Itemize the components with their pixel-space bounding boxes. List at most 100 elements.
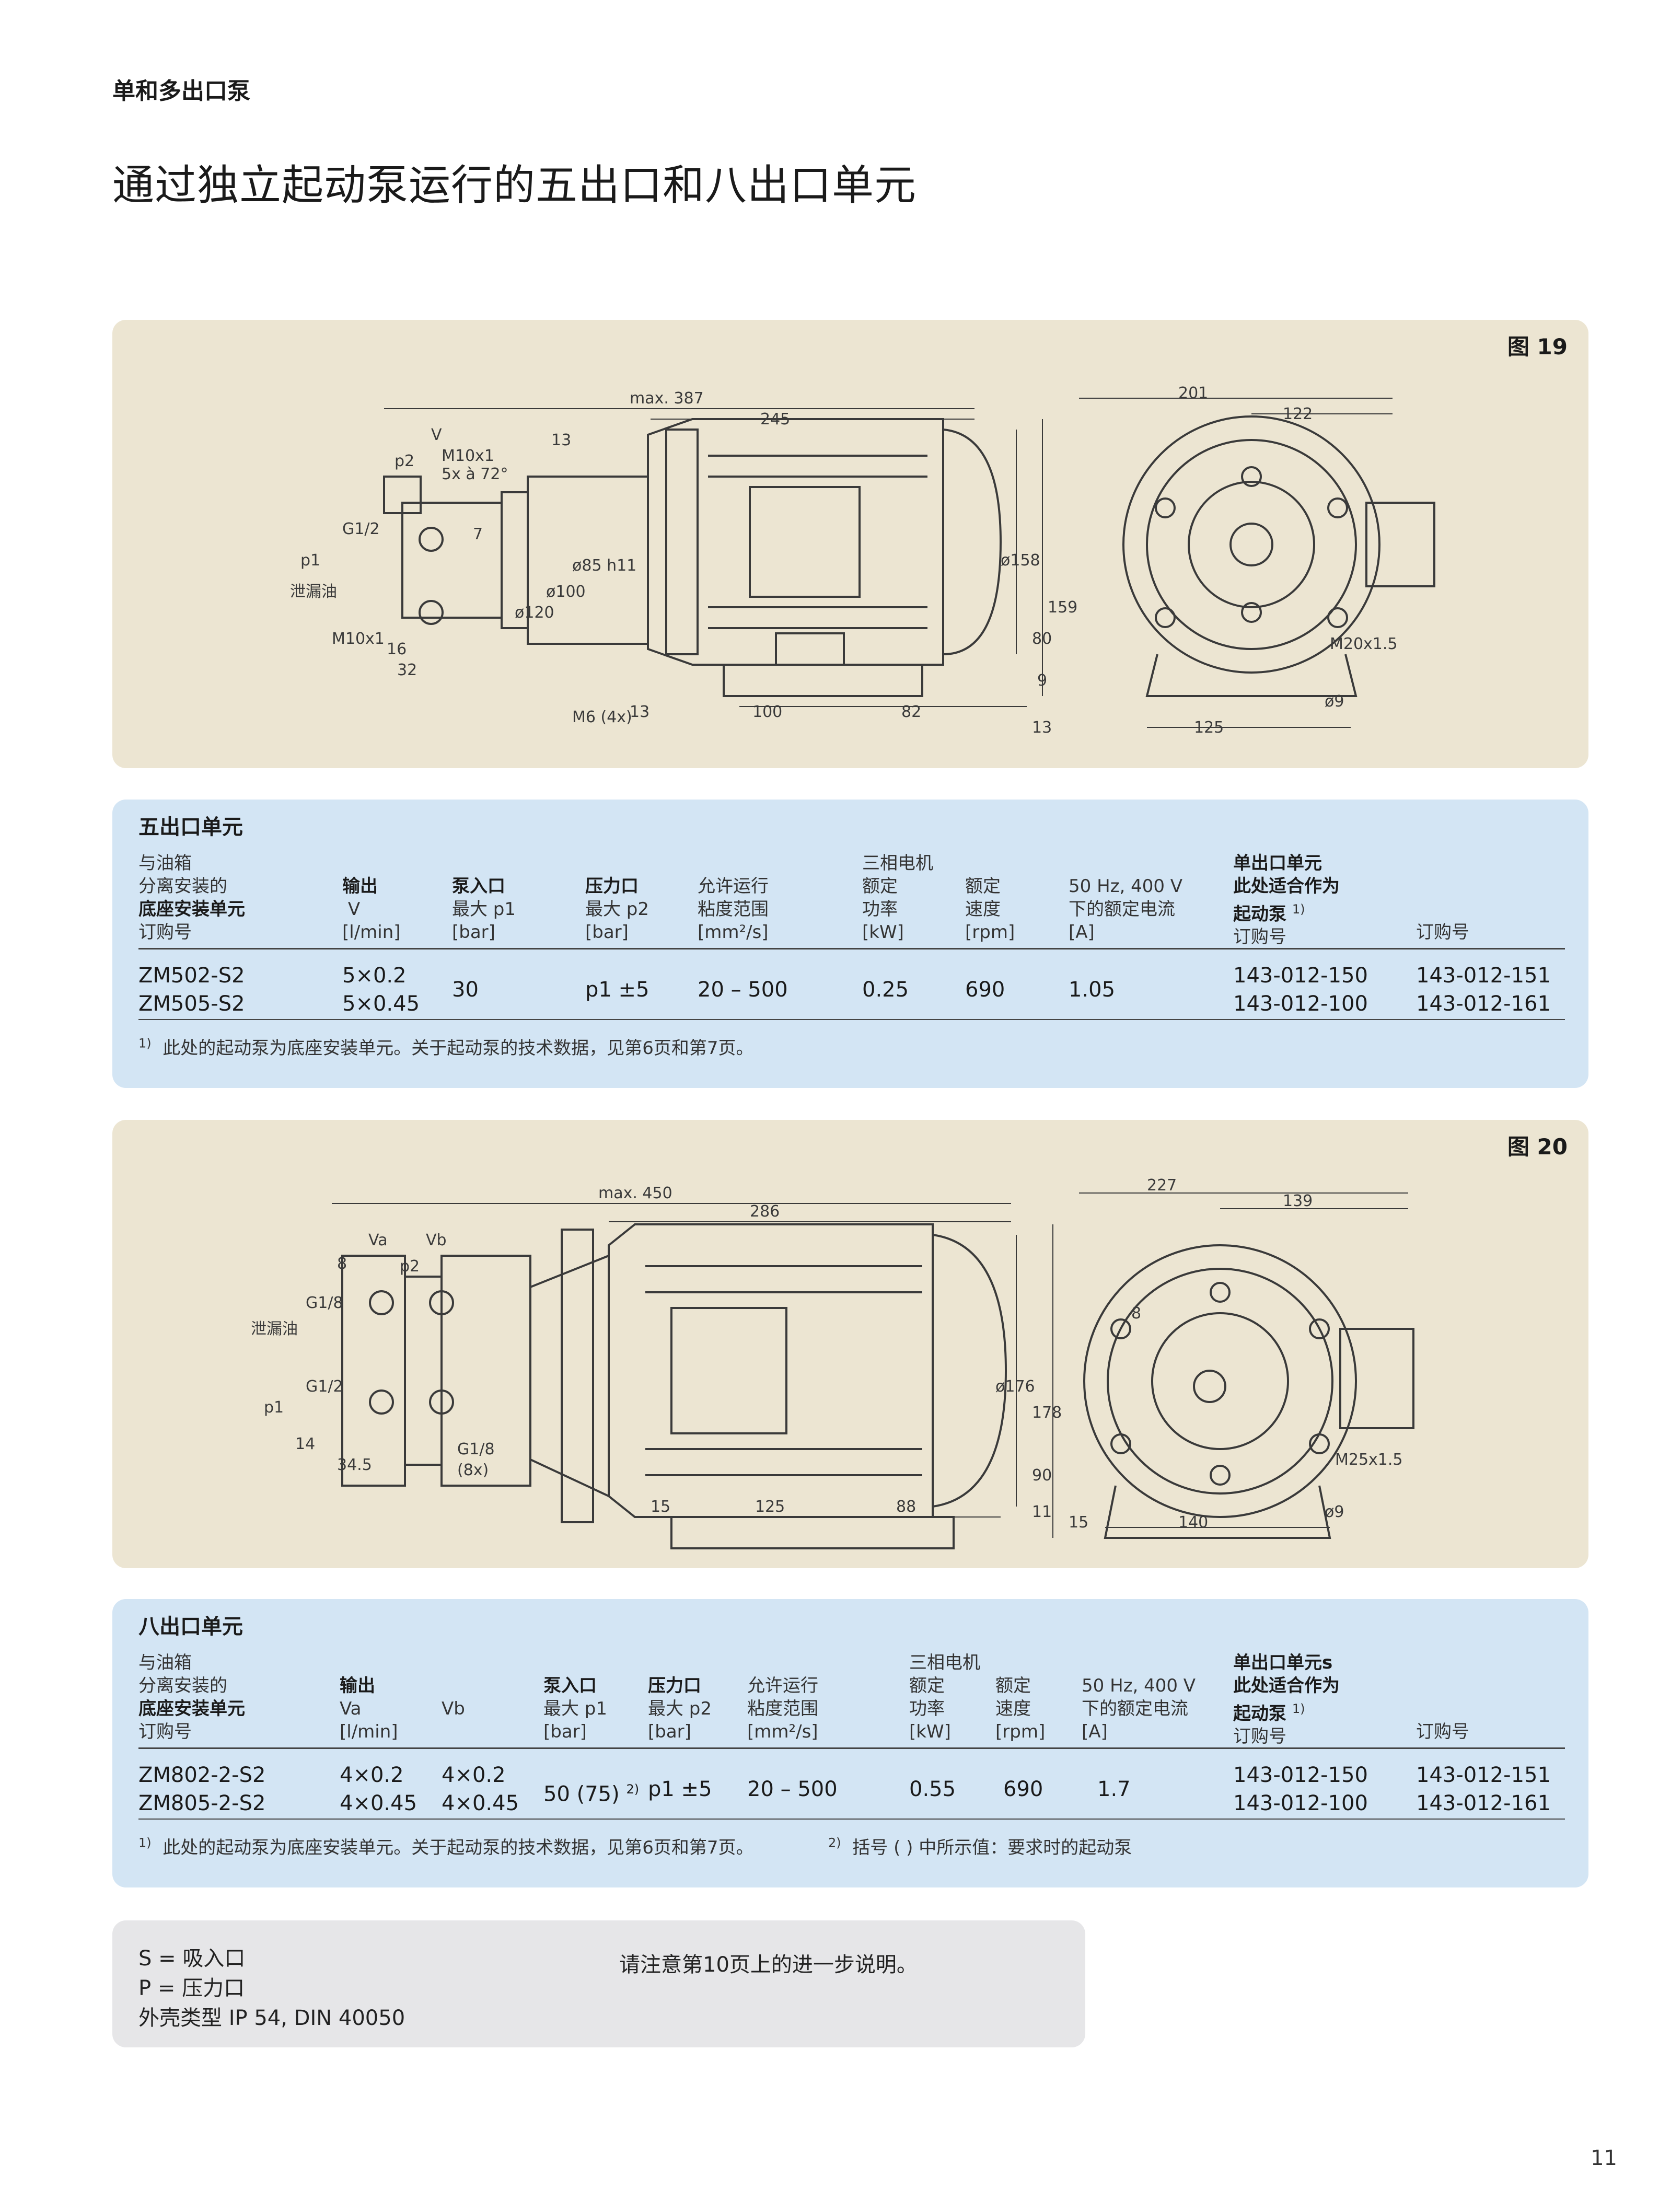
fig19-p1: p1 [300,551,320,570]
t5-visc: 20 – 500 [698,978,788,1002]
fig19-p2: p2 [395,452,414,470]
fig20-g18: G1/8 [306,1294,343,1312]
t8-p2: p1 ±5 [648,1777,712,1801]
t8-head-power: 三相电机额定功率[kW] [909,1652,980,1742]
fig20-dim-9: ø9 [1325,1503,1344,1521]
t5-head-starter: 单出口单元此处适合作为起动泵 1)订购号 [1233,853,1340,948]
fig19-dim-13a: 13 [551,431,571,449]
fig20-dim-125: 125 [755,1498,785,1516]
fig20-dim-15b: 15 [1069,1513,1088,1532]
note-line-suction: S = 吸入口 [138,1947,246,1971]
t5-header-rule [138,948,1565,949]
t5-head-p1: 泵入口最大 p1[bar] [452,876,516,943]
fig19-dim-100b: 100 [752,703,782,721]
fig20-dim-8b: 8 [1131,1304,1141,1323]
t5-head-order: 与油箱分离安装的底座安装单元订购号 [138,853,245,943]
fig20-dim-140: 140 [1178,1513,1208,1532]
five-outlet-title: 五出口单元 [138,815,243,839]
note-line-pressure: P = 压力口 [138,1976,245,2000]
figure-20-label: 图 20 [1507,1134,1568,1160]
t5-speed: 690 [965,978,1005,1002]
fig20-dim-176: ø176 [995,1377,1035,1396]
fig19-v: V [431,426,442,444]
figure-19-panel: 图 19 [112,320,1588,768]
fig19-dim-80: 80 [1032,630,1052,648]
fig20-dim-max: max. 450 [598,1184,672,1202]
fig20-dim-88: 88 [896,1498,916,1516]
fig19-dim-13b: 13 [630,703,649,721]
t5-p1: 30 [452,978,479,1002]
figure-19-label: 图 19 [1507,334,1568,360]
fig20-dim-90: 90 [1032,1466,1052,1485]
page-title: 通过独立起动泵运行的五出口和八出口单元 [112,161,916,210]
fig19-m10b: M10x1 [332,630,385,648]
t8-visc: 20 – 500 [747,1777,838,1801]
eight-outlet-title: 八出口单元 [138,1615,243,1639]
t8-footnote-1: 1) 此处的起动泵为底座安装单元。关于起动泵的技术数据，见第6页和第7页。 [138,1835,754,1858]
five-outlet-table: 五出口单元 与油箱分离安装的底座安装单元订购号 输出 V[l/min] 泵入口最… [112,800,1588,1088]
t8-footnote-2: 2) 括号 ( ) 中所示值：要求时的起动泵 [828,1835,1132,1858]
t5-p2: p1 ±5 [585,978,649,1002]
t5-head-p2: 压力口最大 p2[bar] [585,876,649,943]
figure-20-panel: 图 20 [112,1120,1588,1568]
fig19-dim-max: max. 387 [630,389,704,408]
fig20-p2: p2 [400,1257,420,1276]
fig19-dim-9: 9 [1037,671,1047,690]
page-number: 11 [1591,2146,1617,2170]
fig20-dim-15: 15 [651,1498,670,1516]
fig19-dim-13c: 13 [1032,719,1052,737]
t5-head-power: 三相电机额定功率[kW] [862,853,933,943]
fig19-dim-100: ø100 [546,583,586,601]
t5-head-visc: 允许运行粘度范围[mm²/s] [698,876,769,943]
fig20-dim-14: 14 [295,1435,315,1453]
fig19-m20: M20x1.5 [1330,635,1398,653]
fig20-dim-8: 8 [337,1255,347,1273]
fig20-8x: (8x) [457,1461,489,1479]
t8-current: 1.7 [1097,1777,1131,1801]
figure-20-drawing: max. 450 286 Va Vb p2 8 G1/8 泄漏油 G1/2 p1… [251,1176,1414,1549]
fig19-dim-201: 201 [1178,384,1208,402]
fig19-deg: 5x à 72° [442,465,508,483]
fig20-g12: G1/2 [306,1377,343,1396]
t8-power: 0.55 [909,1777,956,1801]
note-line-housing: 外壳类型 IP 54, DIN 40050 [138,2006,405,2030]
fig19-dim-120: ø120 [515,604,554,622]
fig19-m6: M6 (4x) [572,708,632,726]
fig20-m25: M25x1.5 [1335,1451,1403,1469]
figure-19-drawing: max. 387 245 13 p2 V M10x1 5x à 72° G1/2… [290,384,1435,737]
notes-panel: S = 吸入口 P = 压力口 外壳类型 IP 54, DIN 40050 请注… [112,1920,1085,2047]
fig19-g12: G1/2 [342,520,380,538]
fig19-m10: M10x1 [442,447,494,465]
t8-bottom-rule [138,1819,1565,1820]
t5-power: 0.25 [862,978,909,1002]
t8-head-order2: 订购号 [1416,1721,1469,1742]
t5-head-speed: 额定速度[rpm] [965,876,1015,943]
t8-head-speed: 额定速度[rpm] [995,1675,1046,1742]
fig20-p1: p1 [264,1398,284,1417]
fig19-dim-125: 125 [1194,719,1224,737]
section-label: 单和多出口泵 [112,78,250,105]
t8-header-rule [138,1747,1565,1749]
t8-head-p1: 泵入口最大 p1[bar] [543,1675,608,1742]
fig20-dim-178: 178 [1032,1404,1062,1422]
fig19-dim-122: 122 [1283,405,1313,423]
t8-head-order: 与油箱分离安装的底座安装单元订购号 [138,1652,245,1742]
fig19-dim-82: 82 [901,703,921,721]
t5-current: 1.05 [1069,978,1116,1002]
fig19-dim-245: 245 [760,410,790,428]
fig20-va: Va [368,1231,388,1249]
fig19-dim-32: 32 [397,661,417,679]
fig20-g18b: G1/8 [457,1440,495,1458]
